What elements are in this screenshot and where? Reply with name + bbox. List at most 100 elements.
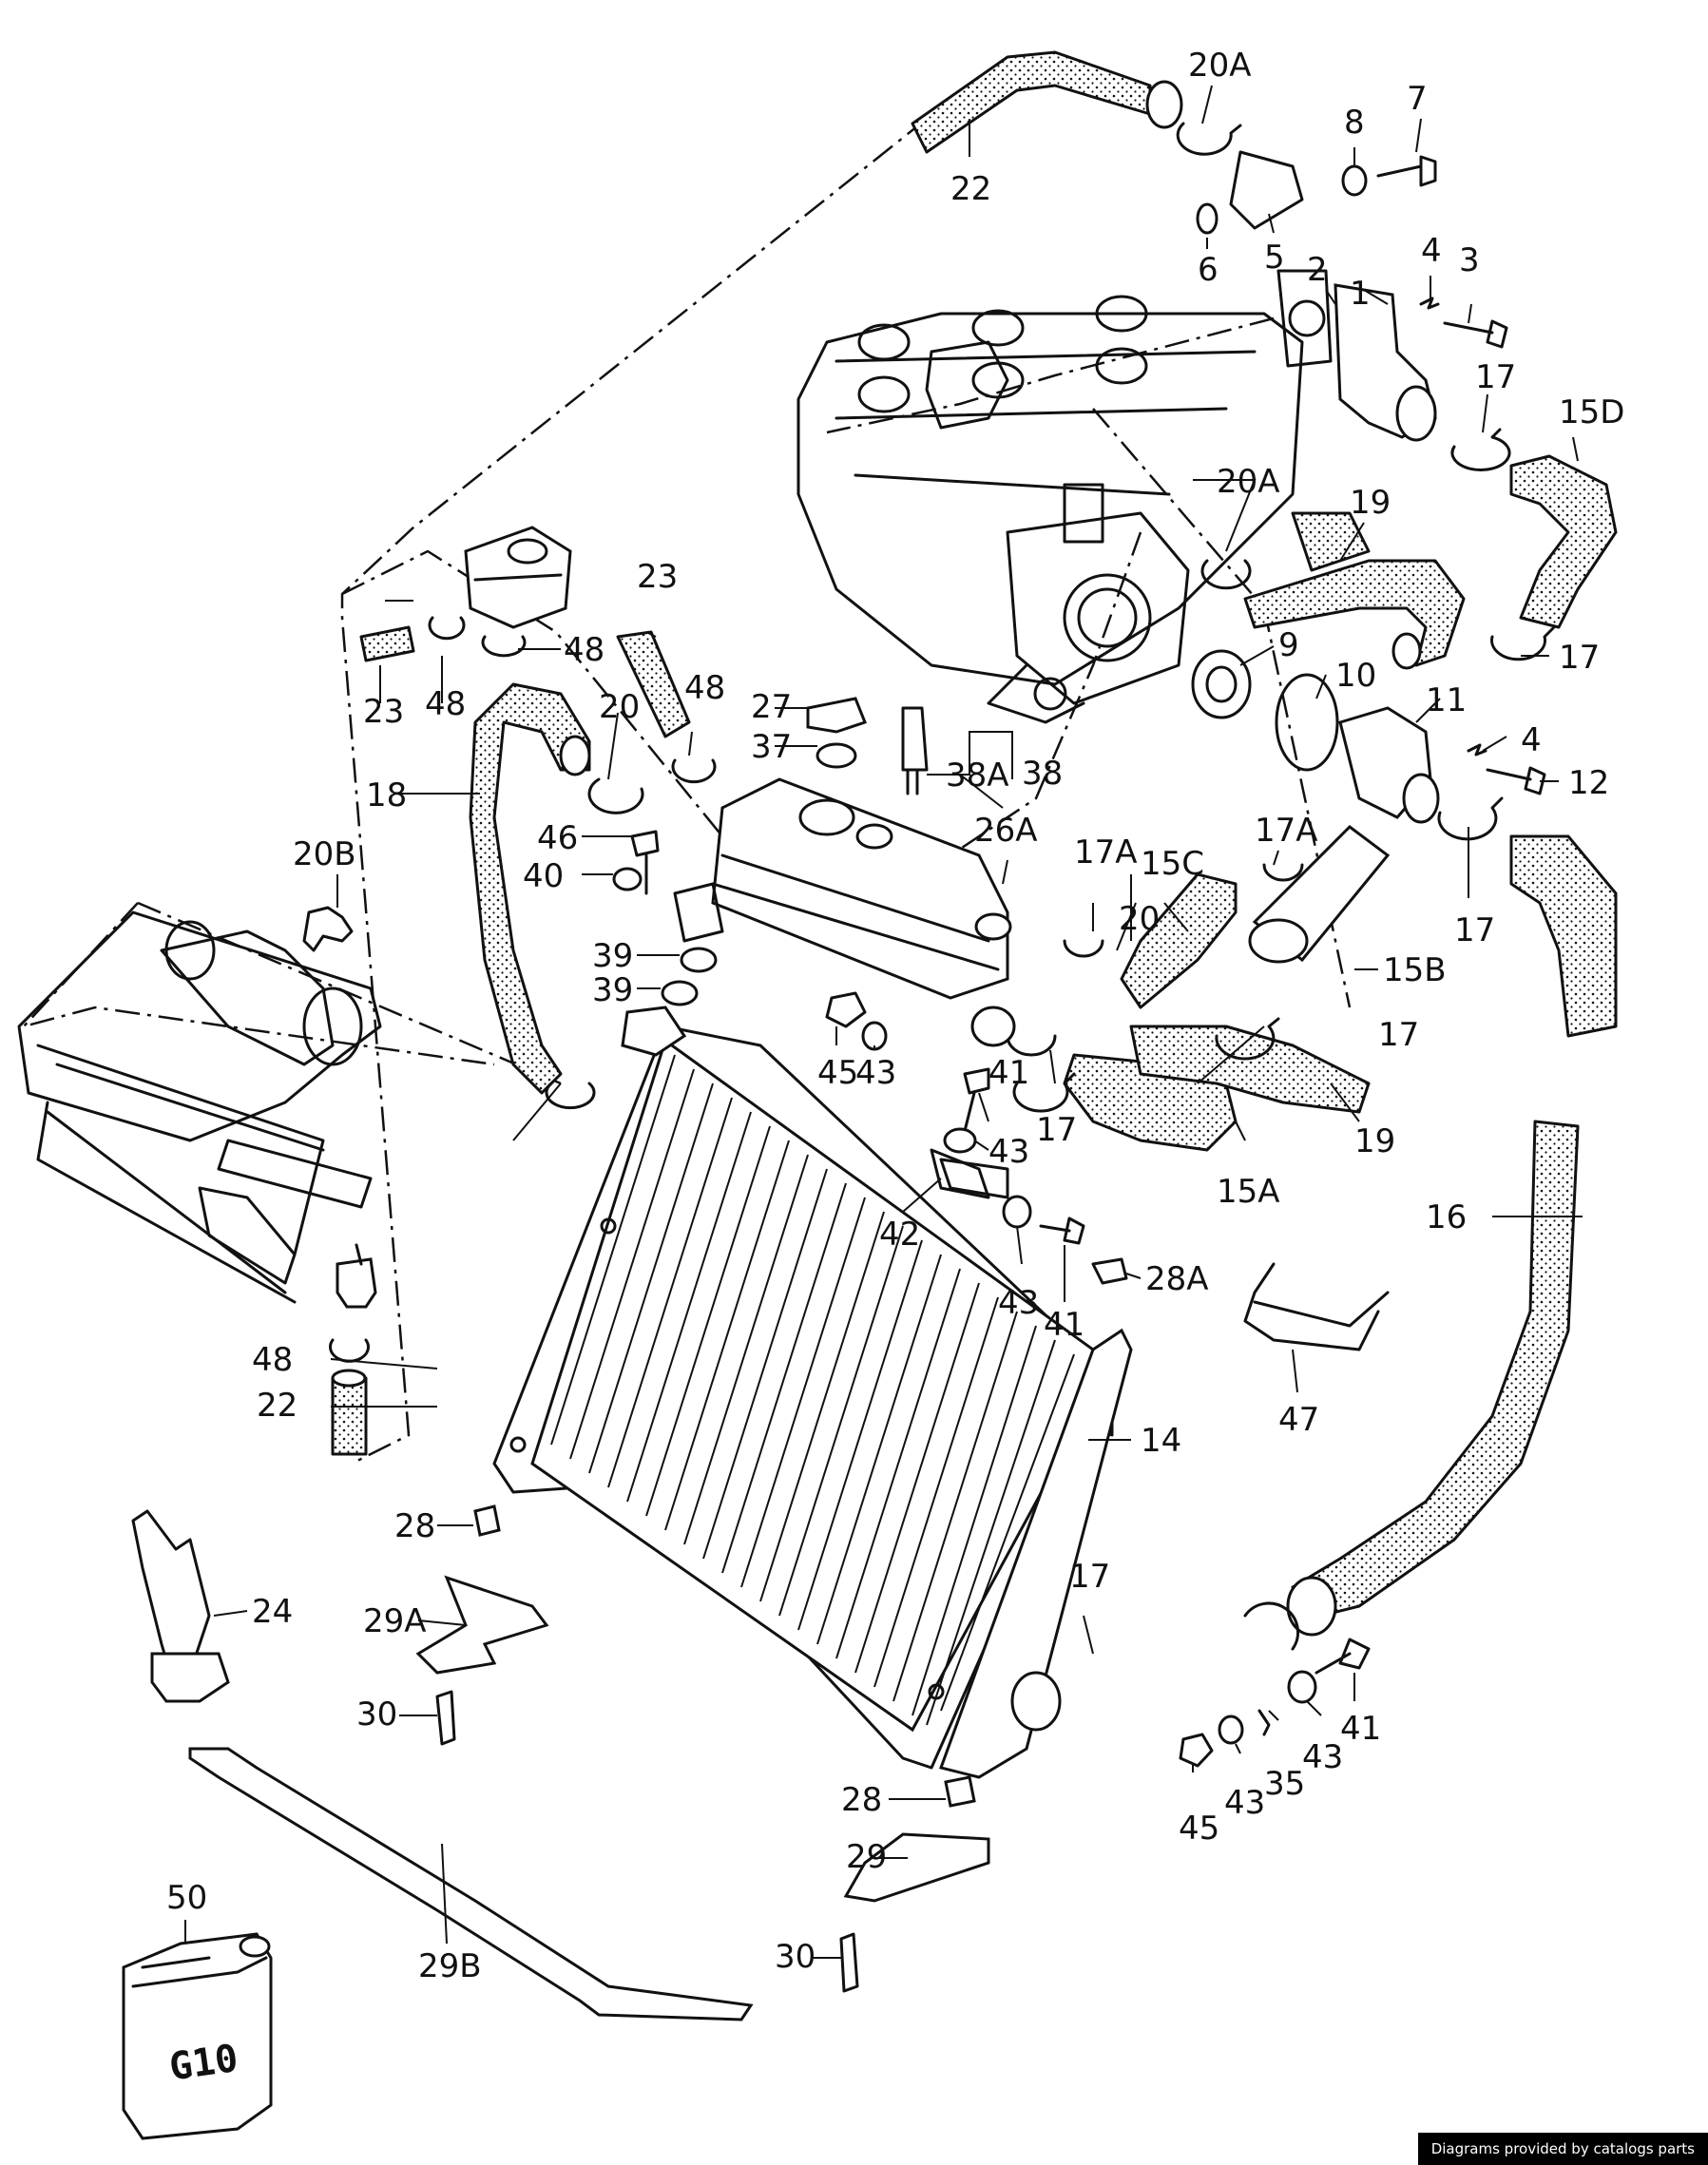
callout-28-upper: 28 [394,1507,435,1545]
hose-19-duct [1291,511,1371,572]
callout-47: 47 [1278,1401,1319,1439]
clip-35-small [1257,1709,1271,1736]
bolt-30-lower [839,1932,859,1993]
callout-17-right: 17 [1559,639,1600,677]
hose-16-lower [1291,1120,1580,1618]
sensor [336,1257,377,1309]
hose-16 [1509,834,1618,1038]
callout-5: 5 [1264,239,1285,277]
bracket-29 [843,1832,990,1903]
hose-15c [1120,872,1238,1009]
callout-39a: 39 [592,937,633,975]
callout-30-lower: 30 [775,1938,816,1976]
callout-29b: 29B [418,1947,482,1985]
clamp-17-lower [1215,1017,1280,1061]
fan-shroud [17,910,382,1304]
bolt-30-upper [435,1690,456,1746]
clamp-48-mid [481,635,527,658]
callout-43-upper: 43 [855,1054,896,1092]
callout-17-tank: 17 [1036,1111,1077,1149]
callout-22-top: 22 [950,170,991,208]
callout-16: 16 [1426,1198,1467,1236]
seal-37 [816,742,857,769]
sender-38 [901,706,929,795]
callout-45-right: 45 [1179,1810,1219,1848]
callout-17-upper: 17 [1475,358,1516,396]
callout-15a: 15A [1217,1173,1280,1211]
seal-10 [1275,673,1339,772]
callout-41-lower: 41 [1044,1306,1084,1344]
clamp-17-right [1490,625,1556,661]
callout-38: 38 [1022,755,1063,793]
callout-22-lower: 22 [257,1387,297,1425]
callout-41-upper: 41 [988,1054,1029,1092]
callout-23-left: 23 [363,693,404,731]
callout-19-upper: 19 [1350,484,1391,522]
callout-17a-left: 17A [1074,833,1138,872]
clamp-20a-mid [1200,559,1252,590]
callout-1: 1 [1350,275,1371,313]
expansion-tank-26a [711,777,1009,1000]
tank-bracket [673,882,724,943]
callout-20-mid: 20 [1119,900,1160,938]
callout-43-lower: 43 [998,1284,1039,1322]
callout-20a-mid: 20A [1217,463,1280,501]
clamp-20a-top [1176,122,1242,156]
callout-28-lower: 28 [841,1781,882,1819]
gasket-2 [1276,269,1333,368]
clamp-48-left [428,616,466,641]
clip-28a [1091,1257,1128,1285]
callout-15b: 15B [1383,951,1447,989]
nut-45-upper [825,991,867,1028]
callout-8: 8 [1344,104,1365,142]
hose-22-upper [911,50,1152,154]
callout-41-right: 41 [1340,1710,1381,1748]
callout-50: 50 [166,1879,207,1917]
hose-19-lower [1129,1025,1371,1114]
callout-17a-right: 17A [1255,812,1318,850]
clip-35 [1243,1601,1300,1651]
bolt-41-lower [1039,1217,1085,1245]
washer-43-lower [1002,1195,1032,1229]
engine-block [796,295,1304,724]
bolt-12 [1486,766,1546,795]
ring-6 [1196,202,1219,235]
crossmember-29b [188,1747,754,2021]
callout-29: 29 [846,1838,887,1876]
clamp-17-upper [1450,428,1511,471]
washer-43-mid [943,1127,977,1154]
callout-17-bottom: 17 [1069,1558,1110,1596]
clamp-20b [302,906,354,952]
callout-46: 46 [537,819,578,857]
callout-28a: 28A [1145,1260,1209,1298]
callout-48-label: 48 [564,631,605,669]
callout-26a: 26A [974,812,1038,850]
callout-4-upper: 4 [1421,232,1442,270]
cap-27 [806,697,867,734]
callout-11: 11 [1426,681,1467,719]
callout-12: 12 [1568,764,1609,802]
washer-43-upper [861,1021,888,1051]
callout-27: 27 [751,688,792,726]
hose-22-end [1145,80,1183,129]
clip-4-lower [1467,743,1487,757]
bracket-42 [939,1158,1009,1199]
callout-24: 24 [252,1593,293,1631]
callouts: 20A 22 8 7 6 5 2 4 3 1 17 15D 23 48 20A … [166,47,1624,1985]
leader-lines [184,85,1583,1959]
callout-20-left: 20 [599,688,640,726]
callout-3: 3 [1459,241,1480,279]
bracket-29a [415,1575,549,1675]
callout-48-left: 48 [425,685,466,723]
coolant-can-50: G10 [122,1932,273,2140]
callout-17-lower: 17 [1378,1016,1419,1054]
callout-20a-top: 20A [1188,47,1252,85]
bolt-41-right [1315,1638,1371,1675]
thermostat-9 [1191,649,1252,719]
credit-badge: Diagrams provided by catalogs parts [1417,2133,1708,2165]
bolt-41-upper [963,1067,990,1133]
bolt-7 [1376,155,1437,187]
callout-19-lower: 19 [1354,1122,1395,1160]
callout-15c: 15C [1141,845,1204,883]
callout-37: 37 [751,728,792,766]
